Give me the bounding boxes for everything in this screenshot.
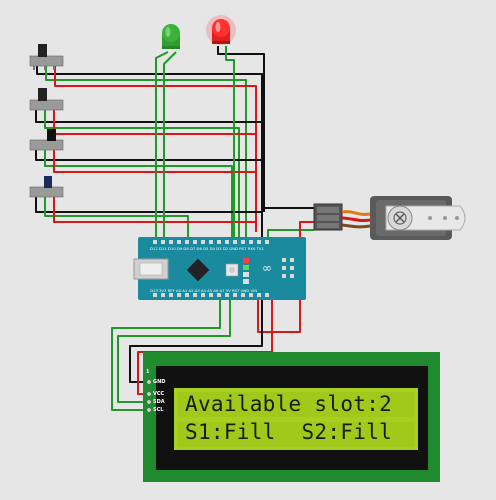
wire-led-red-cathode <box>217 46 265 212</box>
lcd-line-1: Available slot:2 <box>185 392 393 416</box>
lcd-pin-sda: SDA <box>153 399 165 405</box>
lcd-pin-number: 1 <box>146 369 150 375</box>
lcd-pin-pads <box>146 379 152 413</box>
slide-switches[interactable] <box>29 44 64 198</box>
wire-switch3-black <box>35 150 262 161</box>
red-led[interactable] <box>206 15 236 45</box>
top-pin-labels: D12 D11 D10 D9 D8 D7 D6 D5 D4 D3 D2 GND … <box>150 246 265 251</box>
slide-switch-4[interactable] <box>29 176 64 198</box>
wire-switch1-black <box>36 66 263 212</box>
wire-led-green-anode <box>163 51 177 238</box>
wire-switch3-red <box>53 150 256 173</box>
slide-switch-1[interactable] <box>29 44 64 70</box>
wire-sda <box>117 300 231 403</box>
wire-servo-gnd <box>261 207 314 212</box>
wire-servo-signal <box>267 229 314 238</box>
lcd-pin-gnd: GND <box>153 379 166 385</box>
wire-vcc-rail <box>137 300 273 395</box>
wire-gnd-rail <box>129 212 263 383</box>
wire-led-red-anode <box>225 46 235 238</box>
arduino-logo: ∞ <box>262 261 272 275</box>
green-led[interactable] <box>162 24 180 49</box>
top-header-pins <box>153 240 269 244</box>
wire-scl <box>111 300 221 411</box>
wire-switch4-signal <box>44 197 189 238</box>
bottom-header-pins <box>153 293 269 297</box>
wire-switch4-black <box>35 197 262 213</box>
arduino-nano[interactable]: ∞ D12 D11 D10 D9 D8 D7 D6 D5 D4 D3 D2 GN… <box>133 237 306 300</box>
wire-switch2-black <box>35 110 262 123</box>
wire-switch3-signal <box>44 150 233 238</box>
icsp-header <box>282 258 294 278</box>
lcd-pin-vcc: VCC <box>153 391 165 397</box>
slide-switch-2[interactable] <box>29 88 64 111</box>
slide-switch-3[interactable] <box>29 129 64 151</box>
lcd-pin-scl: SCL <box>153 407 164 413</box>
bottom-pin-labels: D13 3V3 REF A0 A1 A2 A3 A4 A5 A6 A7 5V R… <box>150 288 257 293</box>
wire-servo-vcc <box>257 221 314 333</box>
wire-switch2-signal <box>44 110 240 238</box>
lcd-line-2: S1:Fill S2:Fill <box>185 420 393 444</box>
wire-switch4-red <box>53 197 256 223</box>
wires <box>35 46 314 411</box>
lcd-module <box>143 352 440 482</box>
servo-motor[interactable] <box>313 196 466 240</box>
wire-led-green-cathode <box>155 51 169 238</box>
